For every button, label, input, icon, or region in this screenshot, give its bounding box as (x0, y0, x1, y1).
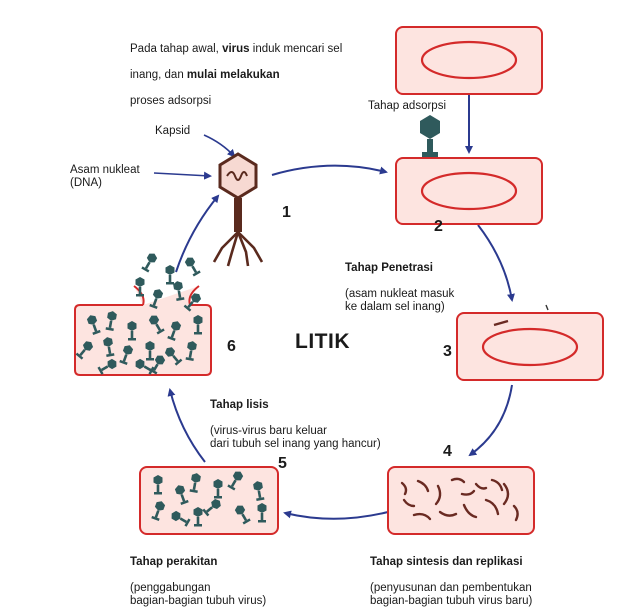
adsorbing-virus-icon (420, 115, 440, 157)
step2-caption: Tahap Penetrasi (asam nukleat masuk ke d… (345, 249, 454, 314)
virus-icon (257, 503, 267, 523)
virus-icon (127, 321, 137, 341)
virus-icon (167, 321, 182, 341)
step-number-3: 3 (443, 343, 452, 360)
step6-caption: Tahap lisis (virus-virus baru keluar dar… (210, 386, 381, 451)
virus-icon (183, 293, 202, 312)
virus-icon (189, 473, 201, 493)
released-viruses (75, 253, 203, 375)
step2-title: Tahap Penetrasi (345, 262, 433, 274)
virus-icon (165, 265, 175, 285)
step-number-6: 6 (227, 338, 236, 355)
kapsid-pointer (203, 134, 236, 158)
step4-desc: (penyusunan dan pembentukan bagian-bagia… (370, 582, 533, 607)
adsorpsi-label: Tahap adsorpsi (368, 100, 446, 112)
virus-icon (151, 501, 166, 521)
host-cell-penetration (456, 312, 604, 381)
step5-title: Tahap perakitan (130, 556, 218, 568)
virus-icon (253, 481, 265, 501)
injected-viral-dna (493, 319, 509, 327)
cycle-arrow-5-6 (167, 388, 206, 463)
cycle-arrow-4-5 (283, 510, 389, 520)
step-number-4: 4 (443, 443, 452, 460)
virus-icon (171, 510, 191, 527)
virus-icon (227, 471, 244, 491)
virus-icon (145, 341, 155, 361)
virus-icon (105, 311, 117, 331)
intro-line3: proses adsorpsi (130, 95, 212, 107)
host-dna-ring (420, 40, 518, 80)
virus-icon (164, 347, 183, 366)
virus-icon (202, 498, 221, 517)
virus-icon (149, 355, 166, 375)
virus-icon (193, 507, 203, 527)
virus-icon (75, 341, 94, 360)
virus-icon (193, 315, 203, 335)
host-cell-synthesis (387, 466, 535, 535)
virus-icon (174, 485, 189, 505)
step-number-5: 5 (278, 455, 287, 472)
assembled-viruses (151, 471, 267, 527)
cycle-arrow-2-3 (477, 224, 515, 302)
virus-icon (234, 505, 251, 525)
empty-capsid-mark (545, 304, 549, 311)
intro-line2-a: inang, dan (130, 69, 187, 81)
virus-icon (141, 253, 158, 273)
cycle-title: LITIK (295, 330, 350, 353)
step5-caption: Tahap perakitan (penggabungan bagian-bag… (130, 543, 266, 608)
asam-nukleat-label: Asam nukleat (DNA) (70, 164, 140, 189)
host-dna-ring (481, 327, 579, 367)
step-number-2: 2 (434, 218, 443, 235)
cycle-arrow-6-1 (175, 194, 220, 273)
cycle-arrow-1-2 (271, 164, 388, 176)
host-cell-initial (395, 26, 543, 95)
intro-line1-c: induk mencari sel (249, 43, 343, 55)
step6-title: Tahap lisis (210, 399, 269, 411)
step4-caption: Tahap sintesis dan replikasi (penyusunan… (370, 543, 532, 608)
host-dna-ring (420, 171, 518, 211)
step-number-1: 1 (282, 204, 291, 221)
virus-icon (135, 277, 145, 297)
virus-icon (184, 257, 201, 277)
replicated-dna-fragments (400, 477, 519, 522)
host-cell-adsorption (395, 157, 543, 225)
intro-line1-b: virus (222, 43, 250, 55)
intro-line2-b: mulai melakukan (186, 69, 280, 81)
asam-nukleat-pointer (153, 171, 212, 180)
intro-line1-a: Pada tahap awal, (130, 43, 223, 55)
cycle-arrow-3-4 (468, 384, 513, 457)
virus-icon (153, 475, 163, 495)
step2-desc: (asam nukleat masuk ke dalam sel inang) (345, 288, 455, 313)
virus-icon (185, 341, 197, 361)
kapsid-label: Kapsid (155, 125, 191, 137)
step4-title: Tahap sintesis dan replikasi (370, 556, 523, 568)
virus-icon (213, 479, 223, 499)
virus-icon (173, 281, 185, 301)
step6-desc: (virus-virus baru keluar dari tubuh sel … (210, 425, 381, 450)
virus-icon (148, 315, 165, 335)
virus-icon (86, 315, 101, 335)
virus-icon (149, 289, 164, 309)
virus-icon (103, 337, 115, 357)
virus-icon (119, 345, 134, 365)
step5-desc: (penggabungan bagian-bagian tubuh virus) (130, 582, 267, 607)
bacteriophage-icon (212, 152, 264, 267)
intro-text: Pada tahap awal, virus induk mencari sel… (130, 30, 380, 108)
virus-icon (97, 358, 117, 375)
